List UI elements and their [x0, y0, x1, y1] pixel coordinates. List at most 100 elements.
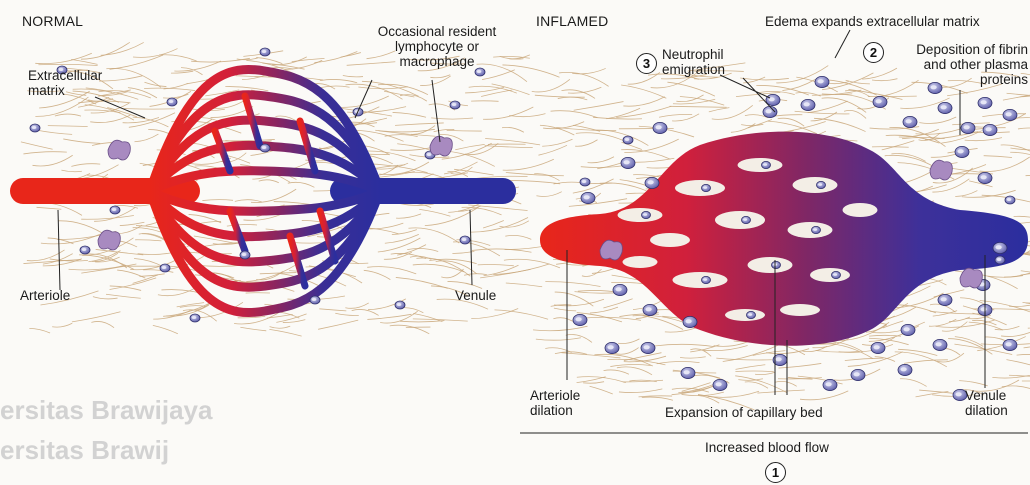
fiber	[621, 85, 666, 98]
fiber	[536, 338, 581, 340]
fiber	[390, 325, 430, 334]
lymphocyte-highlight	[625, 138, 630, 141]
arteriole-label: Arteriole	[20, 288, 70, 303]
intravascular-cell-highlight	[703, 186, 707, 189]
fiber	[709, 108, 730, 112]
fiber	[1001, 327, 1030, 336]
deposition-line1: Deposition of fibrin	[880, 42, 1028, 57]
fiber	[937, 353, 964, 362]
fiber	[740, 78, 789, 80]
resident-cell-label-line1: Occasional resident	[362, 24, 512, 39]
fiber	[106, 294, 141, 298]
normal-capillaries	[150, 69, 380, 312]
fiber	[227, 224, 257, 226]
fiber	[120, 222, 145, 225]
fiber	[123, 108, 174, 109]
fiber	[101, 42, 144, 55]
neutrophil-emigration-line1: Neutrophil	[662, 47, 725, 62]
fiber	[37, 207, 62, 209]
fiber	[504, 259, 560, 268]
venule-dilation-line1: Venule	[965, 388, 1008, 403]
fiber	[639, 396, 673, 397]
resident-cell-label-line2: lymphocyte or	[362, 39, 512, 54]
fiber	[235, 200, 262, 202]
fiber	[900, 379, 927, 387]
fiber	[623, 97, 664, 106]
fiber	[618, 339, 639, 344]
lymphocyte-highlight	[462, 238, 467, 241]
fiber	[980, 157, 1030, 172]
neutrophil-highlight	[817, 79, 823, 83]
neutrophil-highlight	[940, 297, 946, 301]
fiber	[505, 180, 560, 183]
fiber	[90, 115, 130, 122]
fiber	[72, 312, 121, 322]
fiber	[559, 72, 609, 86]
neutrophil-highlight	[980, 100, 986, 104]
lymphocyte-highlight	[112, 208, 117, 211]
fiber	[319, 309, 346, 311]
capillary-gap	[738, 158, 783, 172]
fiber	[604, 370, 629, 374]
fiber	[35, 130, 73, 135]
fiber	[202, 200, 233, 201]
neutrophil-highlight	[900, 367, 906, 371]
fiber	[795, 111, 850, 114]
fiber	[588, 157, 614, 163]
capillary-gap	[793, 177, 838, 193]
neutrophil-highlight	[873, 345, 879, 349]
fiber	[845, 90, 870, 96]
watermark-line1: ersitas Brawijaya	[0, 395, 212, 426]
fiber	[1017, 354, 1030, 361]
fiber	[259, 180, 279, 183]
fiber	[959, 381, 987, 386]
capillary-gap	[623, 256, 658, 268]
lymphocyte-highlight	[312, 298, 317, 301]
fiber	[955, 191, 977, 197]
fiber	[419, 209, 450, 216]
fiber	[757, 390, 804, 393]
fiber	[554, 308, 576, 311]
venule-dilation-label: Venule dilation	[965, 388, 1008, 418]
fiber	[55, 114, 81, 116]
fiber	[48, 126, 88, 127]
neutrophil-highlight	[995, 245, 1001, 249]
fiber	[872, 147, 909, 148]
neutrophil-highlight	[955, 392, 961, 396]
neutrophil-highlight	[980, 175, 986, 179]
resident-cell-label: Occasional resident lymphocyte or macrop…	[362, 24, 512, 69]
fiber	[478, 265, 514, 266]
fiber	[505, 235, 531, 239]
fiber	[222, 139, 275, 140]
extracellular-matrix-label: Extracellular matrix	[28, 68, 102, 98]
inflamed-heading: INFLAMED	[536, 14, 608, 29]
fiber	[536, 192, 561, 197]
fiber	[393, 112, 426, 117]
fiber	[385, 234, 419, 243]
fiber	[844, 110, 866, 118]
fiber	[657, 361, 700, 363]
neutrophil-highlight	[607, 345, 613, 349]
fiber	[413, 314, 442, 322]
fiber	[159, 55, 197, 61]
venule-dilation-line2: dilation	[965, 403, 1008, 418]
fiber	[583, 382, 604, 384]
neutrophil-highlight	[643, 345, 649, 349]
fiber	[716, 358, 771, 360]
capillary-gap	[843, 203, 878, 217]
extracellular-matrix-label-line2: matrix	[28, 83, 102, 98]
neutrophil-highlight	[575, 317, 581, 321]
neutrophil-highlight	[825, 382, 831, 386]
fiber	[21, 142, 53, 149]
fiber	[483, 107, 533, 119]
neutrophil-highlight	[775, 357, 781, 361]
fiber	[538, 145, 567, 155]
fiber	[400, 95, 427, 101]
fiber	[814, 118, 866, 131]
fiber	[1006, 360, 1030, 371]
fiber	[364, 270, 391, 279]
fiber	[117, 270, 145, 278]
lymphocyte-highlight	[169, 100, 174, 103]
neutrophil-highlight	[1005, 112, 1011, 116]
fiber	[81, 215, 134, 219]
